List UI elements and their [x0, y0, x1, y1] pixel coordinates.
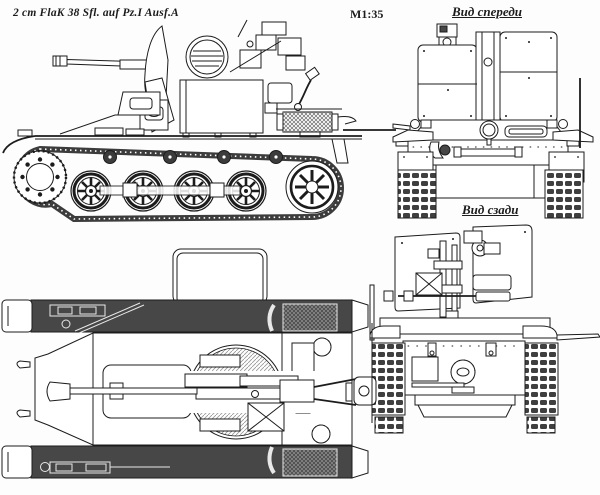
gun-shield-side [139, 25, 175, 133]
tracks-rear [371, 342, 559, 434]
gun-platform-plan [180, 344, 330, 440]
idler-wheel [285, 160, 339, 214]
armor-box [179, 79, 264, 138]
page-title: 2 cm FlaK 38 Sfl. auf Pz.I Ausf.A [13, 7, 179, 19]
gunner-seat [264, 66, 320, 114]
front-view-drawing [392, 23, 594, 219]
side-view-drawing [2, 19, 396, 223]
rear-view-drawing [369, 224, 600, 434]
tracks-front [397, 169, 584, 219]
track-strips-plan [1, 299, 369, 479]
rear-view-label: Вид сзади [462, 202, 519, 217]
return-rollers [103, 150, 283, 164]
scale-label: M1:35 [350, 7, 384, 21]
front-view-label: Вид спереди [452, 4, 522, 19]
top-view-drawing [1, 248, 377, 479]
gun-barrel-plan [46, 376, 377, 406]
gun-barrel [52, 55, 149, 70]
hull-rear [369, 317, 600, 418]
flak-ring-mount [185, 19, 306, 79]
gun-shield-front [417, 23, 558, 123]
drive-sprocket [12, 149, 68, 205]
hull-side [2, 91, 396, 164]
road-wheels [70, 169, 268, 213]
hull-front [392, 78, 594, 199]
shield-box-plan [172, 248, 268, 305]
muffler [276, 108, 357, 138]
